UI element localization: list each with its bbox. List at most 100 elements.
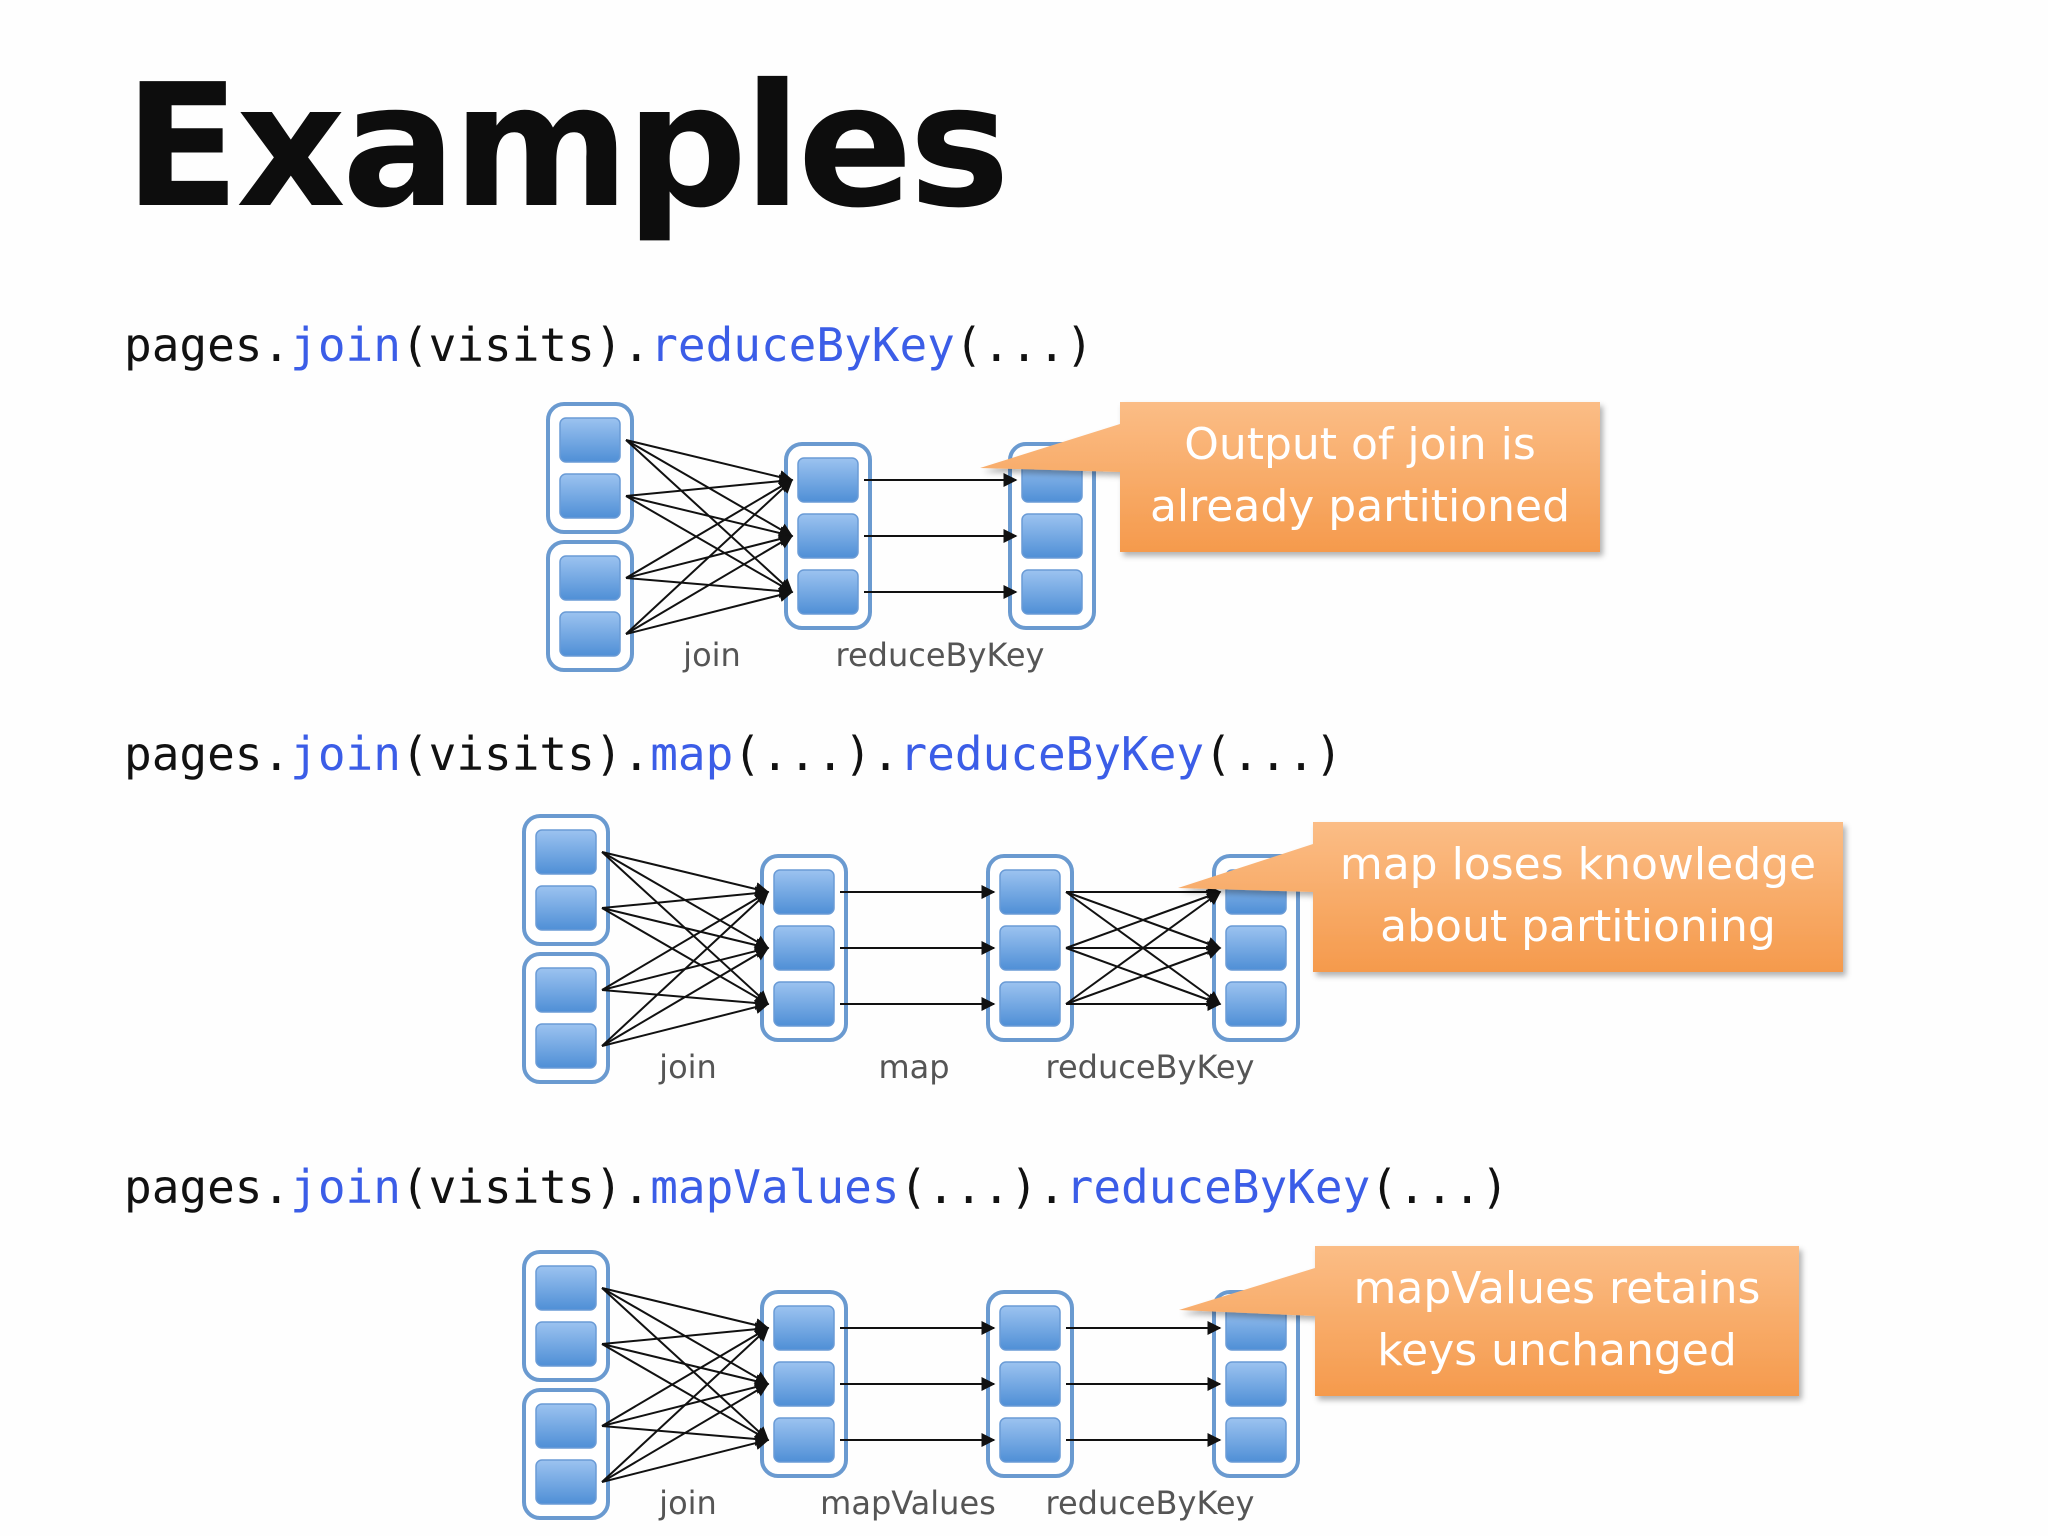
partition-block (1225, 925, 1287, 971)
stage-label-reducebykey: reduceByKey (836, 636, 1045, 674)
code-line-1: pages.join(visits).reduceByKey(...) (124, 318, 1093, 372)
callout-line: map loses knowledge (1339, 839, 1817, 890)
partition-block (535, 1265, 597, 1311)
edge-arrow (625, 535, 794, 635)
edge-arrow (1065, 889, 1222, 949)
edge-arrow (601, 1343, 770, 1388)
edge-arrow (601, 891, 770, 991)
edge-arrow (625, 479, 794, 635)
partition-block (999, 1417, 1061, 1463)
slide-title: Examples (124, 48, 1010, 246)
partition-block (773, 925, 835, 971)
code-method: reduceByKey (1065, 1160, 1371, 1214)
partition-block (535, 1403, 597, 1449)
partition-block (559, 555, 621, 601)
edge-arrow (601, 1287, 770, 1332)
partition-block (559, 473, 621, 519)
stage-label-reducebykey: reduceByKey (1046, 1048, 1255, 1086)
callout-line: keys unchanged (1377, 1325, 1737, 1376)
partition-block (535, 829, 597, 875)
code-method: join (290, 1160, 401, 1214)
code-text: (visits). (400, 727, 651, 781)
callout-text: map loses knowledge about partitioning (1313, 834, 1843, 958)
callout-line: already partitioned (1149, 481, 1571, 532)
partition-block (773, 1361, 835, 1407)
partition-block (999, 1361, 1061, 1407)
partition-block (797, 457, 859, 503)
code-text: pages. (124, 1160, 291, 1214)
code-line-2: pages.join(visits).map(...).reduceByKey(… (124, 727, 1343, 781)
partition-block (797, 513, 859, 559)
edge-arrow (1065, 945, 1222, 1005)
partition-block (773, 1305, 835, 1351)
code-text: (...) (1204, 727, 1343, 781)
edge-arrow (601, 907, 770, 1005)
callout-shape (1179, 1246, 1799, 1396)
edge-arrow (601, 1327, 770, 1427)
stage-label-join: join (682, 636, 741, 674)
edge-arrow (601, 1327, 770, 1483)
edge-arrow (601, 1383, 770, 1483)
callout-text: mapValues retains keys unchanged (1315, 1258, 1799, 1382)
partition-block (535, 967, 597, 1013)
callout-text: Output of join is already partitioned (1120, 414, 1600, 538)
edge-arrow (601, 1343, 770, 1441)
partition-block (535, 1321, 597, 1367)
partition-block (1225, 1361, 1287, 1407)
code-text: pages. (124, 318, 291, 372)
code-method: join (290, 318, 401, 372)
edge-arrow (625, 495, 794, 593)
code-text: (visits). (400, 1160, 651, 1214)
code-method: reduceByKey (650, 318, 955, 372)
callout-line: Output of join is (1184, 419, 1536, 470)
partition-block (535, 1459, 597, 1505)
stage-label-join: join (658, 1048, 717, 1086)
partition-block (773, 1417, 835, 1463)
edge-arrow (601, 851, 770, 896)
edge-arrow (625, 479, 794, 579)
partition-block (535, 885, 597, 931)
edge-arrow (601, 907, 770, 952)
code-text: (...). (733, 727, 900, 781)
edge-arrow (1065, 891, 1222, 1005)
edge-arrow (625, 588, 794, 635)
callout-shape (980, 402, 1600, 552)
edge-arrow (601, 1322, 770, 1345)
stage-label-mapvalues: mapValues (820, 1484, 996, 1522)
partition-block (1225, 1417, 1287, 1463)
partition-block (999, 981, 1061, 1027)
code-method: join (290, 727, 401, 781)
code-method: reduceByKey (899, 727, 1205, 781)
partition-block (1021, 513, 1083, 559)
code-text: (...). (899, 1160, 1066, 1214)
partition-block (773, 981, 835, 1027)
edge-arrow (601, 891, 770, 1047)
edge-arrow (625, 495, 794, 540)
code-line-3: pages.join(visits).mapValues(...).reduce… (124, 1160, 1509, 1214)
callout-line: mapValues retains (1353, 1263, 1761, 1314)
partition-block (1225, 981, 1287, 1027)
stage-label-join: join (658, 1484, 717, 1522)
code-text: (visits). (400, 318, 651, 372)
partition-block (797, 569, 859, 615)
edge-arrow (625, 474, 794, 497)
edge-arrow (601, 1436, 770, 1483)
partition-block (535, 1023, 597, 1069)
edge-arrow (601, 1000, 770, 1047)
partition-block (559, 611, 621, 657)
partition-block (1021, 569, 1083, 615)
partition-block (559, 417, 621, 463)
edge-arrow (601, 947, 770, 1047)
edge-arrow (625, 439, 794, 484)
callout-shape (1178, 822, 1843, 972)
code-text: (...) (1370, 1160, 1509, 1214)
callout-line: about partitioning (1380, 901, 1776, 952)
code-text: pages. (124, 727, 291, 781)
partition-block (773, 869, 835, 915)
code-text: (...) (954, 318, 1094, 372)
edge-arrow (601, 886, 770, 909)
stage-label-map: map (878, 1048, 949, 1086)
partition-block (999, 1305, 1061, 1351)
partition-block (999, 925, 1061, 971)
